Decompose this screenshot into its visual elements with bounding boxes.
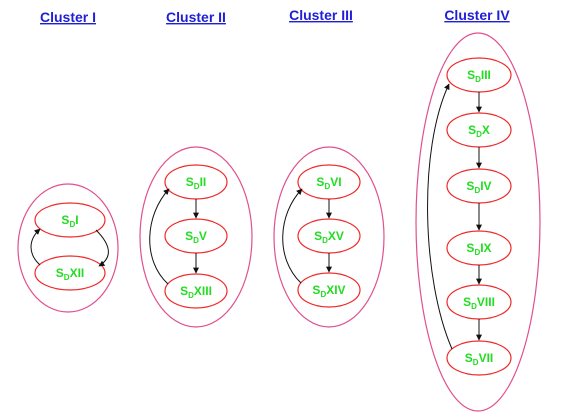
node-sd-xiii: SDXIII <box>164 273 228 309</box>
node-sd-ii: SDII <box>164 164 228 200</box>
node-sd-i-outline <box>34 202 106 238</box>
cluster-3-outline <box>273 146 385 328</box>
node-sd-xiv: SDXIV <box>297 272 361 308</box>
node-sd-iii-label: SDIII <box>467 68 491 84</box>
node-sd-xii-label: SDXII <box>56 266 84 282</box>
node-sd-xiv-label: SDXIV <box>312 283 345 299</box>
node-sd-xii: SDXII <box>34 255 106 291</box>
node-sd-vii-outline <box>446 340 512 376</box>
node-sd-x: SDX <box>446 112 512 148</box>
node-sd-xv-label: SDXV <box>314 229 344 245</box>
node-sd-xv: SDXV <box>297 218 361 254</box>
edge-sd-vii-to-sd-iii <box>427 83 453 350</box>
edge-sd-xii-to-sd-i <box>30 228 41 266</box>
node-sd-v: SDV <box>164 218 228 254</box>
node-sd-iii: SDIII <box>446 57 512 93</box>
node-sd-xiii-outline <box>164 273 228 309</box>
node-sd-vi: SDVI <box>297 164 361 200</box>
node-sd-i-label: SDI <box>61 213 78 229</box>
cluster-2-outline <box>139 146 253 328</box>
node-sd-i: SDI <box>34 202 106 238</box>
node-sd-iv: SDIV <box>446 168 512 204</box>
node-sd-vi-label: SDVI <box>316 175 341 191</box>
node-sd-iv-label: SDIV <box>466 179 491 195</box>
cluster-4-title[interactable]: Cluster IV <box>444 7 510 23</box>
node-sd-viii-label: SDVIII <box>463 295 495 311</box>
cluster-2: Cluster II SDII SDV SDXIII <box>139 9 253 328</box>
node-sd-viii: SDVIII <box>446 284 512 320</box>
cluster-1: Cluster I SDI SDXII <box>17 9 119 313</box>
node-sd-v-label: SDV <box>185 229 207 245</box>
node-sd-xii-outline <box>34 255 106 291</box>
edge-sd-xiii-to-sd-ii <box>149 188 170 285</box>
node-sd-x-label: SDX <box>468 123 490 139</box>
node-sd-vii: SDVII <box>446 340 512 376</box>
cluster-4-outline <box>415 32 541 412</box>
cluster-1-title[interactable]: Cluster I <box>40 9 96 25</box>
cluster-3-title[interactable]: Cluster III <box>289 7 353 23</box>
cluster-1-outline <box>17 183 119 313</box>
node-sd-xiii-label: SDXIII <box>180 284 212 300</box>
cluster-3: Cluster III SDVI SDXV SDXIV <box>273 7 385 328</box>
node-sd-ix: SDIX <box>446 230 512 266</box>
node-sd-vii-label: SDVII <box>465 351 493 367</box>
node-sd-ix-label: SDIX <box>466 241 491 257</box>
node-sd-xiv-outline <box>297 272 361 308</box>
edge-sd-i-to-sd-xii <box>95 229 109 267</box>
node-sd-ii-label: SDII <box>186 175 206 191</box>
cluster-2-title[interactable]: Cluster II <box>166 9 226 25</box>
edge-sd-xiv-to-sd-vi <box>282 188 303 284</box>
cluster-4: Cluster IV SDIII SDX SDIV SDIX SDVIII SD… <box>415 7 541 412</box>
